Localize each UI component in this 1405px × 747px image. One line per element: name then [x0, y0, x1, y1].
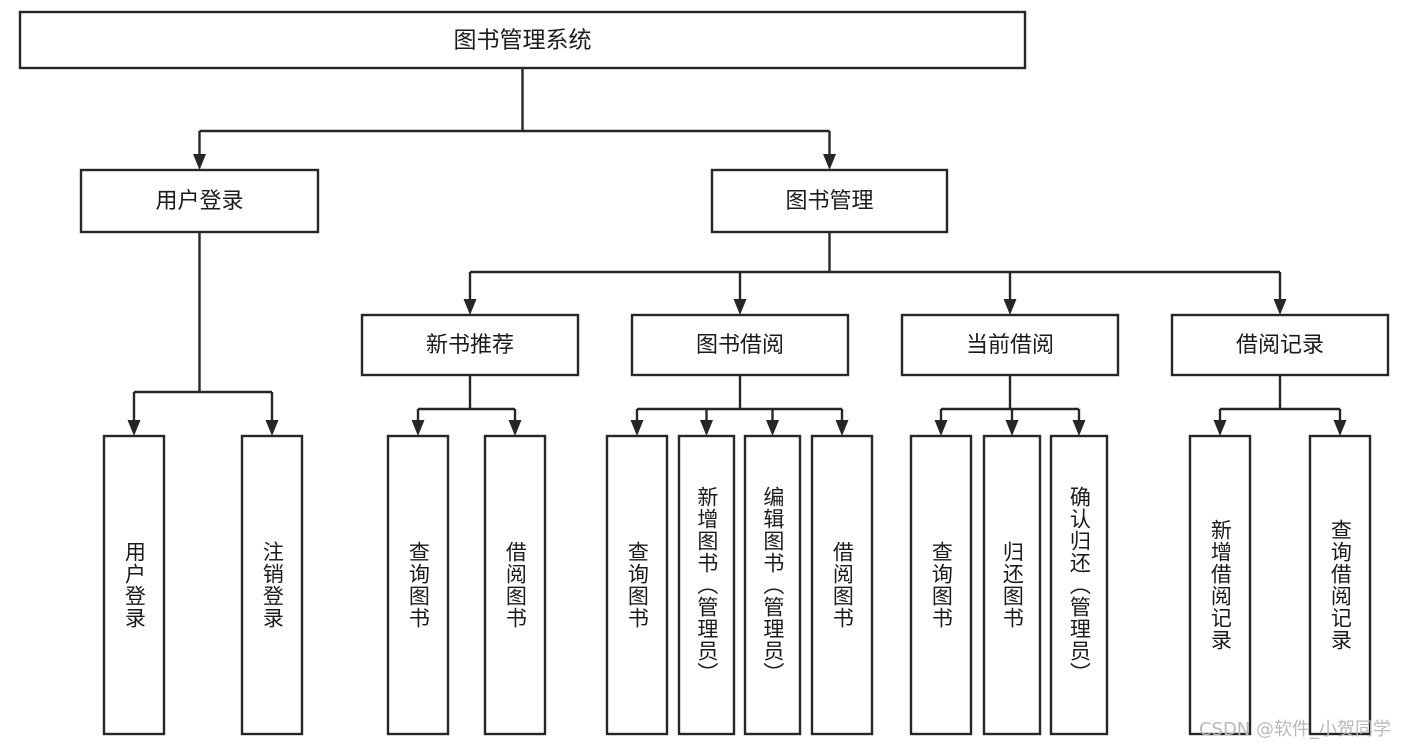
arrow-icon-book-borrow-3 — [835, 420, 849, 436]
node-borrow-record[interactable]: 借阅记录 — [1170, 313, 1390, 377]
node-rect-leaf-edit-book — [743, 434, 802, 736]
arrow-icon-borrow-record-1 — [1333, 420, 1347, 436]
node-leaf-query-record[interactable] — [1308, 434, 1372, 736]
node-rect-leaf-borrow-book-2 — [810, 434, 874, 736]
connector-lines — [127, 68, 1347, 436]
node-label-book-borrow: 图书借阅 — [696, 333, 784, 358]
node-leaf-confirm-return[interactable] — [1049, 434, 1109, 736]
node-rect-current-borrow — [900, 313, 1120, 377]
node-rect-leaf-query-book-1 — [386, 434, 450, 736]
node-label-root: 图书管理系统 — [454, 28, 592, 54]
node-label-new-book-rec: 新书推荐 — [426, 333, 514, 358]
node-rect-leaf-query-book-2 — [605, 434, 669, 736]
node-new-book-rec[interactable]: 新书推荐 — [360, 313, 580, 377]
arrow-icon-root-1 — [823, 154, 836, 170]
arrow-icon-root-0 — [193, 154, 206, 170]
arrow-icon-book-manage-3 — [1273, 299, 1287, 315]
arrow-icon-book-borrow-0 — [630, 420, 644, 436]
arrow-icon-borrow-record-0 — [1213, 420, 1227, 436]
node-label-borrow-record: 借阅记录 — [1236, 333, 1324, 358]
arrow-icon-current-borrow-2 — [1072, 420, 1086, 436]
arrow-icon-user-login-0 — [127, 420, 141, 436]
arrow-icon-new-book-rec-1 — [508, 420, 522, 436]
node-rect-new-book-rec — [360, 313, 580, 377]
node-rect-user-login — [79, 168, 320, 234]
node-leaf-borrow-book-1[interactable] — [483, 434, 547, 736]
node-book-manage[interactable]: 图书管理 — [710, 168, 949, 234]
node-leaf-return-book[interactable] — [982, 434, 1042, 736]
node-current-borrow[interactable]: 当前借阅 — [900, 313, 1120, 377]
node-leaf-add-book[interactable] — [677, 434, 736, 736]
node-rect-leaf-return-book — [982, 434, 1042, 736]
node-leaf-user-logout[interactable] — [240, 434, 304, 736]
node-rect-borrow-record — [1170, 313, 1390, 377]
node-rect-leaf-borrow-book-1 — [483, 434, 547, 736]
node-rect-root — [18, 10, 1027, 70]
node-rect-leaf-query-record — [1308, 434, 1372, 736]
node-leaf-user-login[interactable] — [102, 434, 166, 736]
arrow-icon-book-manage-1 — [733, 299, 747, 315]
node-rect-leaf-query-book-3 — [909, 434, 973, 736]
node-leaf-query-book-2[interactable] — [605, 434, 669, 736]
arrow-icon-book-borrow-1 — [700, 420, 713, 436]
arrow-icon-current-borrow-1 — [1005, 420, 1019, 436]
node-rect-leaf-add-book — [677, 434, 736, 736]
arrow-icon-new-book-rec-0 — [411, 420, 425, 436]
node-root[interactable]: 图书管理系统 — [18, 10, 1027, 70]
node-leaf-borrow-book-2[interactable] — [810, 434, 874, 736]
node-label-user-login: 用户登录 — [155, 189, 243, 214]
node-leaf-query-book-3[interactable] — [909, 434, 973, 736]
node-user-login[interactable]: 用户登录 — [79, 168, 320, 234]
node-rect-leaf-confirm-return — [1049, 434, 1109, 736]
node-label-book-manage: 图书管理 — [785, 189, 873, 214]
node-rect-book-manage — [710, 168, 949, 234]
node-leaf-add-record[interactable] — [1188, 434, 1252, 736]
node-rect-leaf-user-login — [102, 434, 166, 736]
node-leaf-query-book-1[interactable] — [386, 434, 450, 736]
node-book-borrow[interactable]: 图书借阅 — [630, 313, 850, 377]
arrow-icon-user-login-1 — [265, 420, 279, 436]
arrow-icon-book-manage-0 — [463, 299, 477, 315]
node-leaf-edit-book[interactable] — [743, 434, 802, 736]
node-rect-book-borrow — [630, 313, 850, 377]
node-rect-leaf-user-logout — [240, 434, 304, 736]
arrow-icon-book-manage-2 — [1003, 299, 1017, 315]
node-label-current-borrow: 当前借阅 — [966, 333, 1054, 358]
watermark-text: CSDN @软件_小贺同学 — [1198, 719, 1391, 740]
node-rect-leaf-add-record — [1188, 434, 1252, 736]
arrow-icon-current-borrow-0 — [934, 420, 948, 436]
arrow-icon-book-borrow-2 — [766, 420, 779, 436]
